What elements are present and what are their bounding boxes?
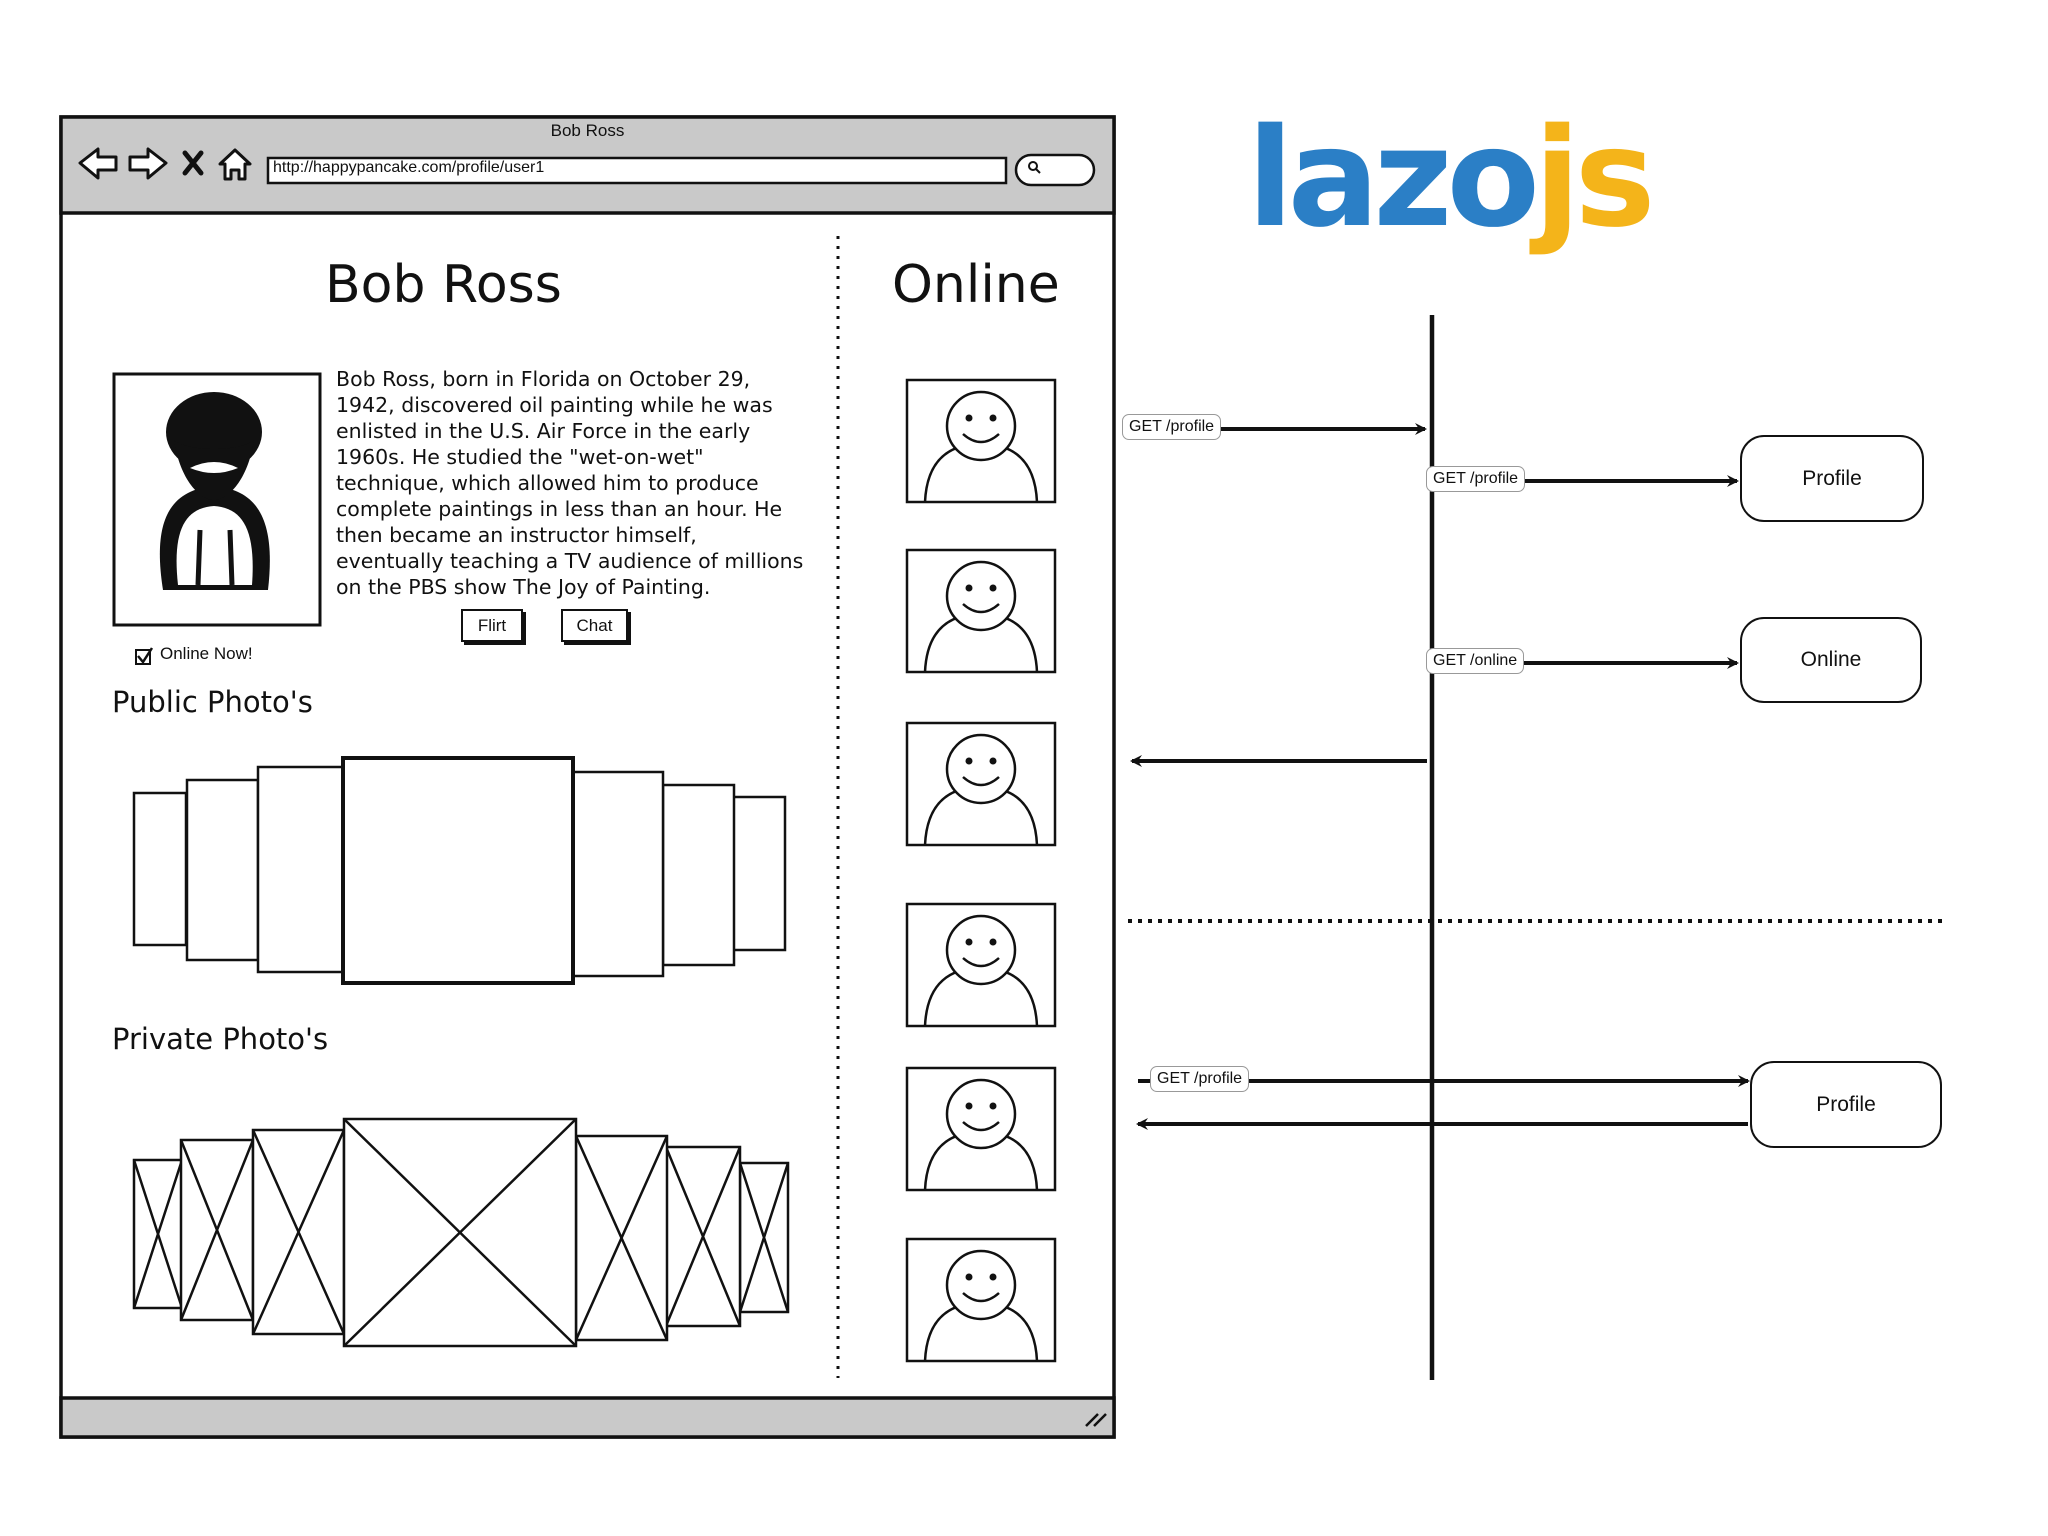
public-photos-heading: Public Photo's [112,685,313,719]
flirt-button[interactable]: Flirt [461,609,523,642]
search-icon[interactable] [1027,160,1041,174]
logo-part-lazo: lazo [1247,100,1534,258]
request-label-server-online: GET /online [1426,648,1524,674]
online-heading: Online [892,255,1060,315]
profile-avatar [114,374,320,625]
profile-bio: Bob Ross, born in Florida on October 29,… [336,366,808,600]
checkbox-checked-icon[interactable] [136,648,152,664]
online-user-5[interactable] [907,1068,1055,1190]
profile-service-box: Profile [1740,435,1924,522]
online-now-label: Online Now! [160,644,253,664]
request-label-client-profile-direct: GET /profile [1150,1066,1249,1092]
profile-direct-service-box: Profile [1750,1061,1942,1148]
request-label-server-profile: GET /profile [1426,466,1525,492]
chat-button[interactable]: Chat [561,609,628,642]
online-user-3[interactable] [907,723,1055,845]
lazojs-logo: lazojs [1247,100,1650,258]
online-user-6[interactable] [907,1239,1055,1361]
browser-title: Bob Ross [0,121,1175,141]
online-user-1[interactable] [907,380,1055,502]
public-photos-carousel[interactable] [134,758,785,983]
url-text[interactable]: http://happypancake.com/profile/user1 [273,159,544,177]
private-photos-carousel[interactable] [134,1119,788,1346]
online-user-2[interactable] [907,550,1055,672]
online-service-box: Online [1740,617,1922,703]
profile-name-heading: Bob Ross [325,255,562,315]
private-photos-heading: Private Photo's [112,1022,328,1056]
request-label-client-profile: GET /profile [1122,414,1221,440]
logo-part-js: js [1534,100,1650,258]
online-user-4[interactable] [907,904,1055,1026]
